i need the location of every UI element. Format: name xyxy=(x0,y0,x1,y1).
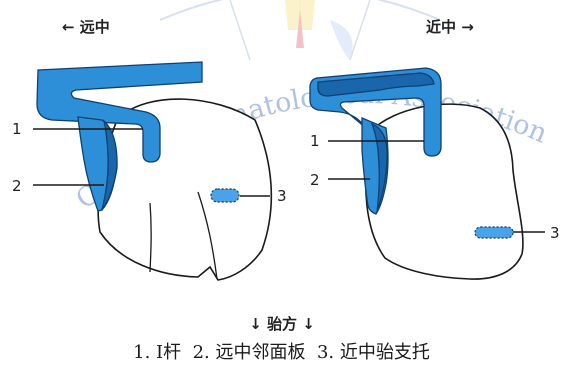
right-tooth: 1 2 3 xyxy=(309,67,560,280)
right-callout-1: 1 xyxy=(310,132,320,150)
direction-label-occlusal: ↓ 骀方 ↓ xyxy=(249,315,315,333)
left-proximal-plate-shade xyxy=(101,119,118,211)
right-tooth-outline xyxy=(365,103,524,280)
right-callout-3: 3 xyxy=(550,224,560,242)
figure-caption: 1. I杆 2. 远中邻面板 3. 近中骀支托 xyxy=(133,342,430,363)
direction-label-distal: ← 远中 xyxy=(62,18,110,36)
left-tooth-outline xyxy=(97,98,273,281)
watermark-emblem xyxy=(159,0,441,61)
right-callout-2: 2 xyxy=(310,171,320,189)
left-callout-3: 3 xyxy=(277,187,287,205)
right-i-bar-shade xyxy=(317,72,435,97)
left-callout-1: 1 xyxy=(12,120,22,138)
left-tooth-crease xyxy=(197,191,218,280)
direction-label-mesial: 近中 → xyxy=(426,18,474,36)
left-occlusal-rest xyxy=(210,188,240,203)
left-callout-2: 2 xyxy=(12,177,22,195)
left-tooth-crease xyxy=(149,202,152,273)
left-tooth: 1 2 3 xyxy=(12,61,287,281)
right-occlusal-rest xyxy=(474,226,514,239)
